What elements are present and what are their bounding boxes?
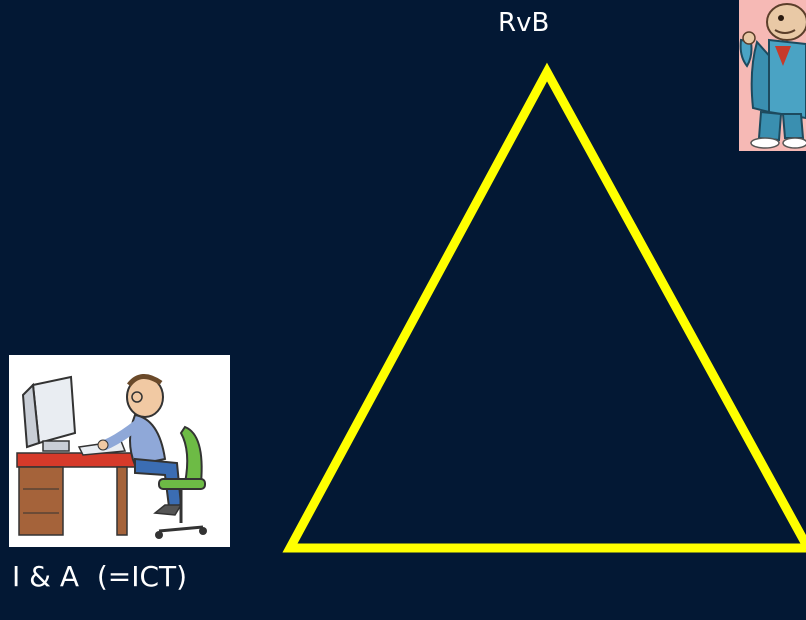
cartoon-person-graphic	[739, 0, 806, 151]
computer-user-graphic	[9, 355, 230, 547]
bottom-left-label: I & A (=ICT)	[12, 560, 188, 593]
computer-user-icon	[9, 355, 230, 547]
triangle-shape	[282, 62, 806, 553]
cartoon-person-icon	[739, 0, 806, 151]
top-vertex-label: RvB	[498, 8, 550, 38]
